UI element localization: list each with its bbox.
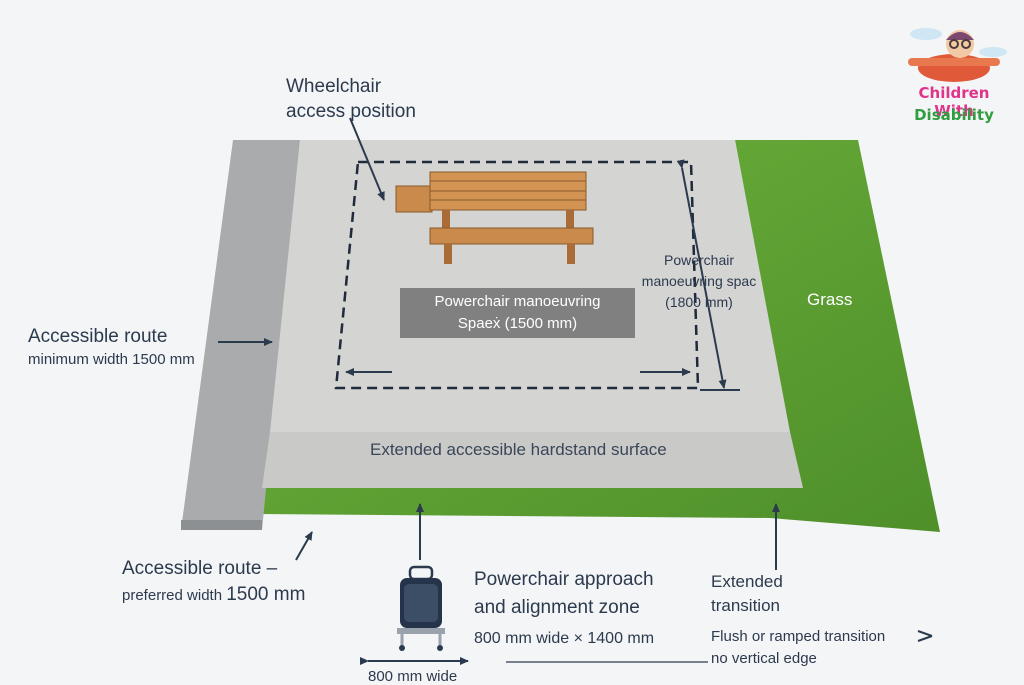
approach-detail: 800 mm wide × 1400 mm xyxy=(474,630,655,647)
route-pref-title: Accessible route – xyxy=(122,558,278,579)
accessible-route-min-label: Accessible route minimum width 1500 mm xyxy=(28,326,195,368)
logo-text-line2: Disability xyxy=(914,106,994,124)
inner-label-line1: Powerchair manoeuvring xyxy=(434,293,601,310)
side-label-line3: (1800 mm) xyxy=(665,294,733,310)
powerchair-icon xyxy=(397,565,445,651)
approach-width-label: 800 mm wide xyxy=(368,668,458,685)
approach-title-line1: Powerchair approach xyxy=(474,569,654,590)
manoeuvring-space-side-label: Powerchair manoeuvring spac (1800 mm) xyxy=(624,250,774,313)
route-min-title: Accessible route xyxy=(28,326,168,347)
transition-title-line1: Extended xyxy=(711,572,783,591)
concrete-pad xyxy=(270,140,790,432)
hardstand-surface xyxy=(262,432,803,488)
wheelchair-access-line2: access position xyxy=(286,101,416,122)
route-min-detail: minimum width 1500 mm xyxy=(28,351,195,368)
logo-airplane-icon xyxy=(908,28,1007,82)
picnic-table xyxy=(395,171,594,264)
side-label-line2: manoeuvring spac xyxy=(641,273,757,289)
side-label-line1: Powerchair xyxy=(663,252,735,268)
route-pref-detail: preferred width xyxy=(122,587,227,604)
side-dimension-line xyxy=(676,159,727,389)
approach-zone-label: Powerchair approach and alignment zone 8… xyxy=(474,566,654,648)
route-pref-value: 1500 mm xyxy=(226,584,306,605)
hardstand-label: Extended accessible hardstand surface xyxy=(370,440,667,459)
wheelchair-access-arrow xyxy=(349,117,385,201)
transition-detail-line2: no vertical edge xyxy=(711,650,817,667)
logo-text-line1: Children With xyxy=(918,84,990,120)
extended-transition-label: Extended transition Flush or ramped tran… xyxy=(711,570,885,670)
manoeuvring-space-inner-label: Powerchair manoeuvring Spaeẋ (1500 mm) xyxy=(400,288,635,338)
manoeuvring-zone-outline xyxy=(334,160,700,390)
grass-area xyxy=(260,140,940,532)
approach-title-line2: and alignment zone xyxy=(474,597,640,618)
accessible-route-pref-label: Accessible route – preferred width 1500 … xyxy=(122,558,305,606)
wheelchair-access-line1: Wheelchair xyxy=(286,76,382,97)
grass-label: Grass xyxy=(807,290,853,309)
children-with-disability-logo: Children With Disability xyxy=(898,22,1010,130)
transition-detail-line1: Flush or ramped transition xyxy=(711,628,886,645)
route-pref-arrow xyxy=(295,531,313,561)
wheelchair-access-label: Wheelchair access position xyxy=(286,74,416,124)
inner-label-line2: Spaeẋ (1500 mm) xyxy=(457,315,578,332)
transition-title-line2: transition xyxy=(711,596,780,615)
